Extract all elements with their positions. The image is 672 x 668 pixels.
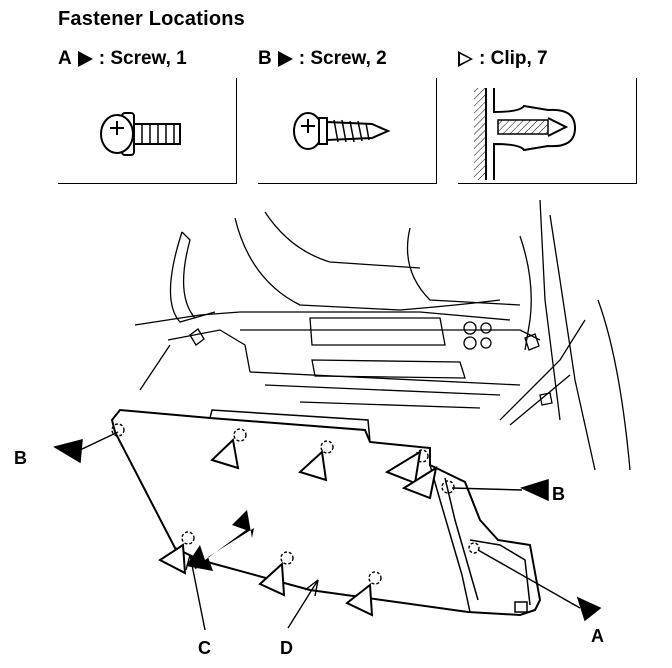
legend-screw-a: A : Screw, 1 [58,48,187,70]
legend-screw-b: B : Screw, 2 [258,48,387,70]
callout-c: C [198,638,211,658]
screw-a-illustration [100,112,181,156]
clip-locations [111,423,480,585]
vehicle-interior-lines [134,199,631,471]
screw-b-illustration [293,112,391,150]
callout-b-right: B [552,484,565,504]
screw-markers [53,431,602,622]
callout-b-left: B [14,448,27,468]
release-arrow [186,510,254,571]
legend-text-b: : Screw, 2 [298,48,387,69]
solid-triangle-icon [277,51,293,67]
legend-letter-b: B [258,48,272,69]
screw-b-detail-box [258,78,437,184]
clip-markers [158,437,438,617]
callout-leaders [185,554,319,631]
legend-clip: : Clip, 7 [458,48,548,70]
clip-illustration [474,88,577,180]
solid-triangle-icon [77,51,93,67]
screw-a-detail-box [58,78,237,184]
hollow-triangle-icon [458,51,473,67]
callout-a: A [591,626,604,646]
legend-letter-a: A [58,48,72,69]
under-cover-panel [110,408,542,617]
legend-text-a: : Screw, 1 [98,48,187,69]
clip-detail-box [458,78,637,184]
callout-d: D [280,638,293,658]
diagram-title: Fastener Locations [58,8,245,30]
legend-text-clip: : Clip, 7 [479,48,548,69]
